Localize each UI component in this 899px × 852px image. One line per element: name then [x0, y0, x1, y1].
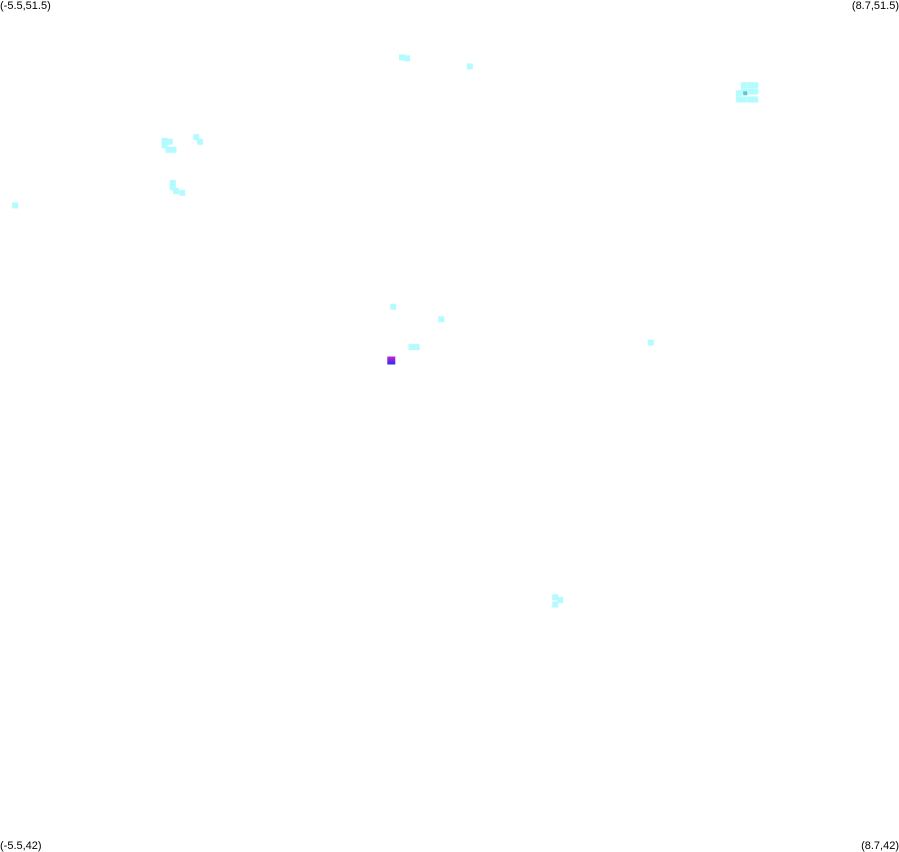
map-cell [552, 601, 559, 608]
map-cell [747, 88, 754, 95]
map-cell [747, 82, 754, 89]
map-cell [413, 344, 420, 351]
map-cell [752, 88, 759, 95]
map-cell [752, 82, 759, 89]
corner-label-bottom-left: (-5.5,42) [0, 840, 42, 852]
map-cell [169, 184, 176, 191]
map-cell [390, 303, 397, 310]
map-cell [740, 82, 747, 89]
corner-label-top-right: (8.7,51.5) [851, 0, 899, 12]
map-cell [438, 316, 445, 323]
map-cell [552, 594, 559, 601]
map-cell [752, 96, 759, 103]
map-cell [735, 90, 742, 97]
map-cell [197, 138, 204, 145]
map-cell [735, 96, 742, 103]
corner-label-top-left: (-5.5,51.5) [0, 0, 51, 12]
map-cell [12, 202, 19, 209]
map-cell [408, 344, 415, 351]
map-cell [165, 146, 172, 153]
map-cell [647, 339, 654, 346]
dark-cell-layer [743, 91, 748, 96]
highlight-cell [387, 356, 396, 365]
map-cell [173, 188, 179, 194]
map-cell [179, 189, 186, 196]
map-cell [166, 138, 173, 145]
map-cell [193, 134, 200, 141]
map-cell [466, 63, 473, 70]
corner-label-bottom-right: (8.7,42) [861, 840, 899, 852]
map-cell [161, 142, 168, 149]
map-cell [740, 96, 747, 103]
map-cell [169, 180, 176, 186]
map-cell [557, 597, 564, 603]
map-cell [399, 54, 405, 61]
map-cell [404, 55, 411, 62]
map-cell [161, 137, 168, 144]
map-cell [170, 146, 177, 153]
highlight-layer [387, 356, 396, 365]
map-cell [747, 96, 754, 103]
map-cell-dark [743, 91, 748, 96]
